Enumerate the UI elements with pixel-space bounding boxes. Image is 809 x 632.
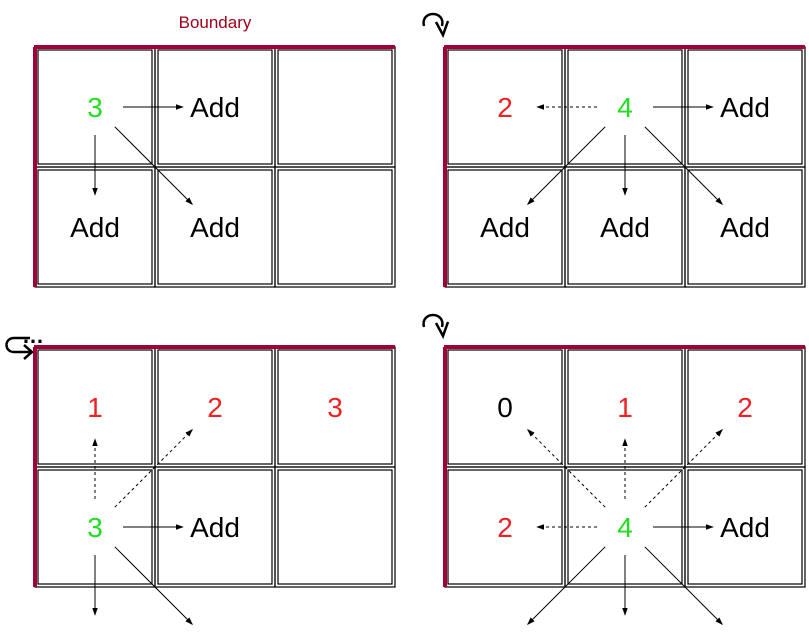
cell-value: 3 [87, 92, 103, 123]
expand-arrow [114, 546, 193, 625]
add-label: Add [600, 212, 650, 243]
grid-cell-inner-border [277, 49, 393, 165]
add-label: Add [190, 212, 240, 243]
add-label: Add [720, 512, 770, 543]
grid-cell-inner-border [277, 469, 393, 585]
grid-cell-border [684, 166, 806, 288]
grid-cell-inner-border [37, 349, 153, 465]
grid-cell-inner-border [447, 469, 563, 585]
grid-cell-inner-border [447, 49, 563, 165]
grid-cell-inner-border [447, 169, 563, 285]
grid-cell-inner-border [157, 349, 273, 465]
boundary-caption: Boundary [179, 13, 252, 32]
grid-cell-border [274, 166, 396, 288]
cell-value: 2 [497, 92, 513, 123]
cell-value: 0 [497, 392, 513, 423]
panel-bottom-right: 0 1 2 2 4 Add [443, 345, 806, 625]
dashed-arrow [114, 429, 193, 508]
grid-cell-inner-border [277, 349, 393, 465]
add-label: Add [190, 512, 240, 543]
dashed-arrow [527, 429, 606, 508]
add-label: Add [720, 92, 770, 123]
add-label: Add [190, 92, 240, 123]
add-label: Add [720, 212, 770, 243]
grid-cell-inner-border [567, 349, 683, 465]
return-arrow-icon [5, 336, 34, 360]
cell-value: 4 [617, 92, 633, 123]
grid-cell-inner-border [447, 349, 563, 465]
cell-value: 1 [87, 392, 103, 423]
cell-value: 3 [87, 512, 103, 543]
add-label: Add [480, 212, 530, 243]
grid-cell-border [274, 466, 396, 588]
grid-cell-inner-border [687, 349, 803, 465]
cell-value: 4 [617, 512, 633, 543]
grid-cell-inner-border [277, 169, 393, 285]
grid-cell-inner-border [687, 169, 803, 285]
add-label: Add [70, 212, 120, 243]
continuation-ellipsis: … [22, 323, 44, 348]
expand-arrow [527, 546, 606, 625]
step-arrow-icon [422, 12, 450, 39]
cell-value: 2 [737, 392, 753, 423]
cell-value: 1 [617, 392, 633, 423]
dashed-arrow [644, 429, 723, 508]
cell-value: 2 [207, 392, 223, 423]
cell-value: 2 [497, 512, 513, 543]
expand-arrow [114, 126, 193, 205]
expand-arrow [527, 126, 606, 205]
expand-arrow [644, 546, 723, 625]
expand-arrow [644, 126, 723, 205]
grid-cell-inner-border [157, 169, 273, 285]
grid-cell-border [274, 46, 396, 168]
cell-value: 3 [327, 392, 343, 423]
step-arrow-icon [422, 313, 450, 340]
